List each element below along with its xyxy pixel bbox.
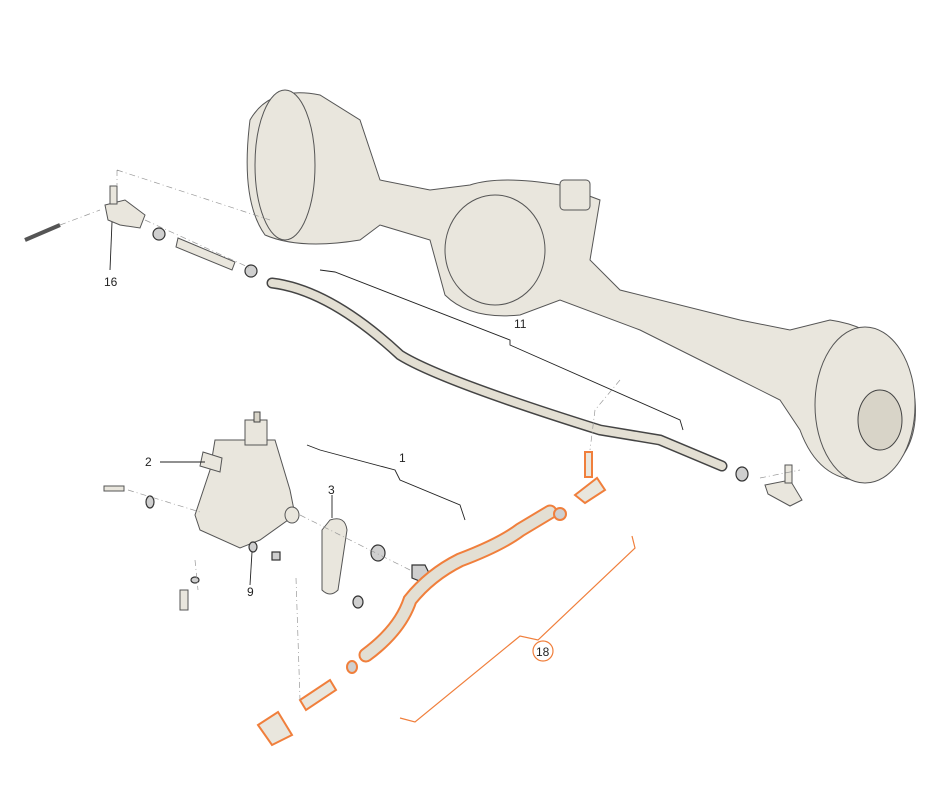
callout-18-circle [532, 640, 554, 662]
callout-2[interactable]: 2 [145, 455, 152, 469]
callout-9[interactable]: 9 [247, 585, 254, 599]
callout-11[interactable]: 11 [514, 317, 527, 331]
callout-3[interactable]: 3 [328, 483, 335, 497]
tie-rod-end-16[interactable] [24, 185, 803, 507]
callout-16[interactable]: 16 [104, 275, 118, 289]
front-axle-assembly[interactable] [246, 89, 916, 484]
tie-rod-11[interactable] [266, 277, 728, 472]
callout-18[interactable]: 18 [536, 645, 550, 659]
drag-link-18[interactable] [256, 451, 607, 747]
callout-1[interactable]: 1 [399, 451, 406, 465]
steering-gear-2[interactable] [103, 411, 300, 611]
